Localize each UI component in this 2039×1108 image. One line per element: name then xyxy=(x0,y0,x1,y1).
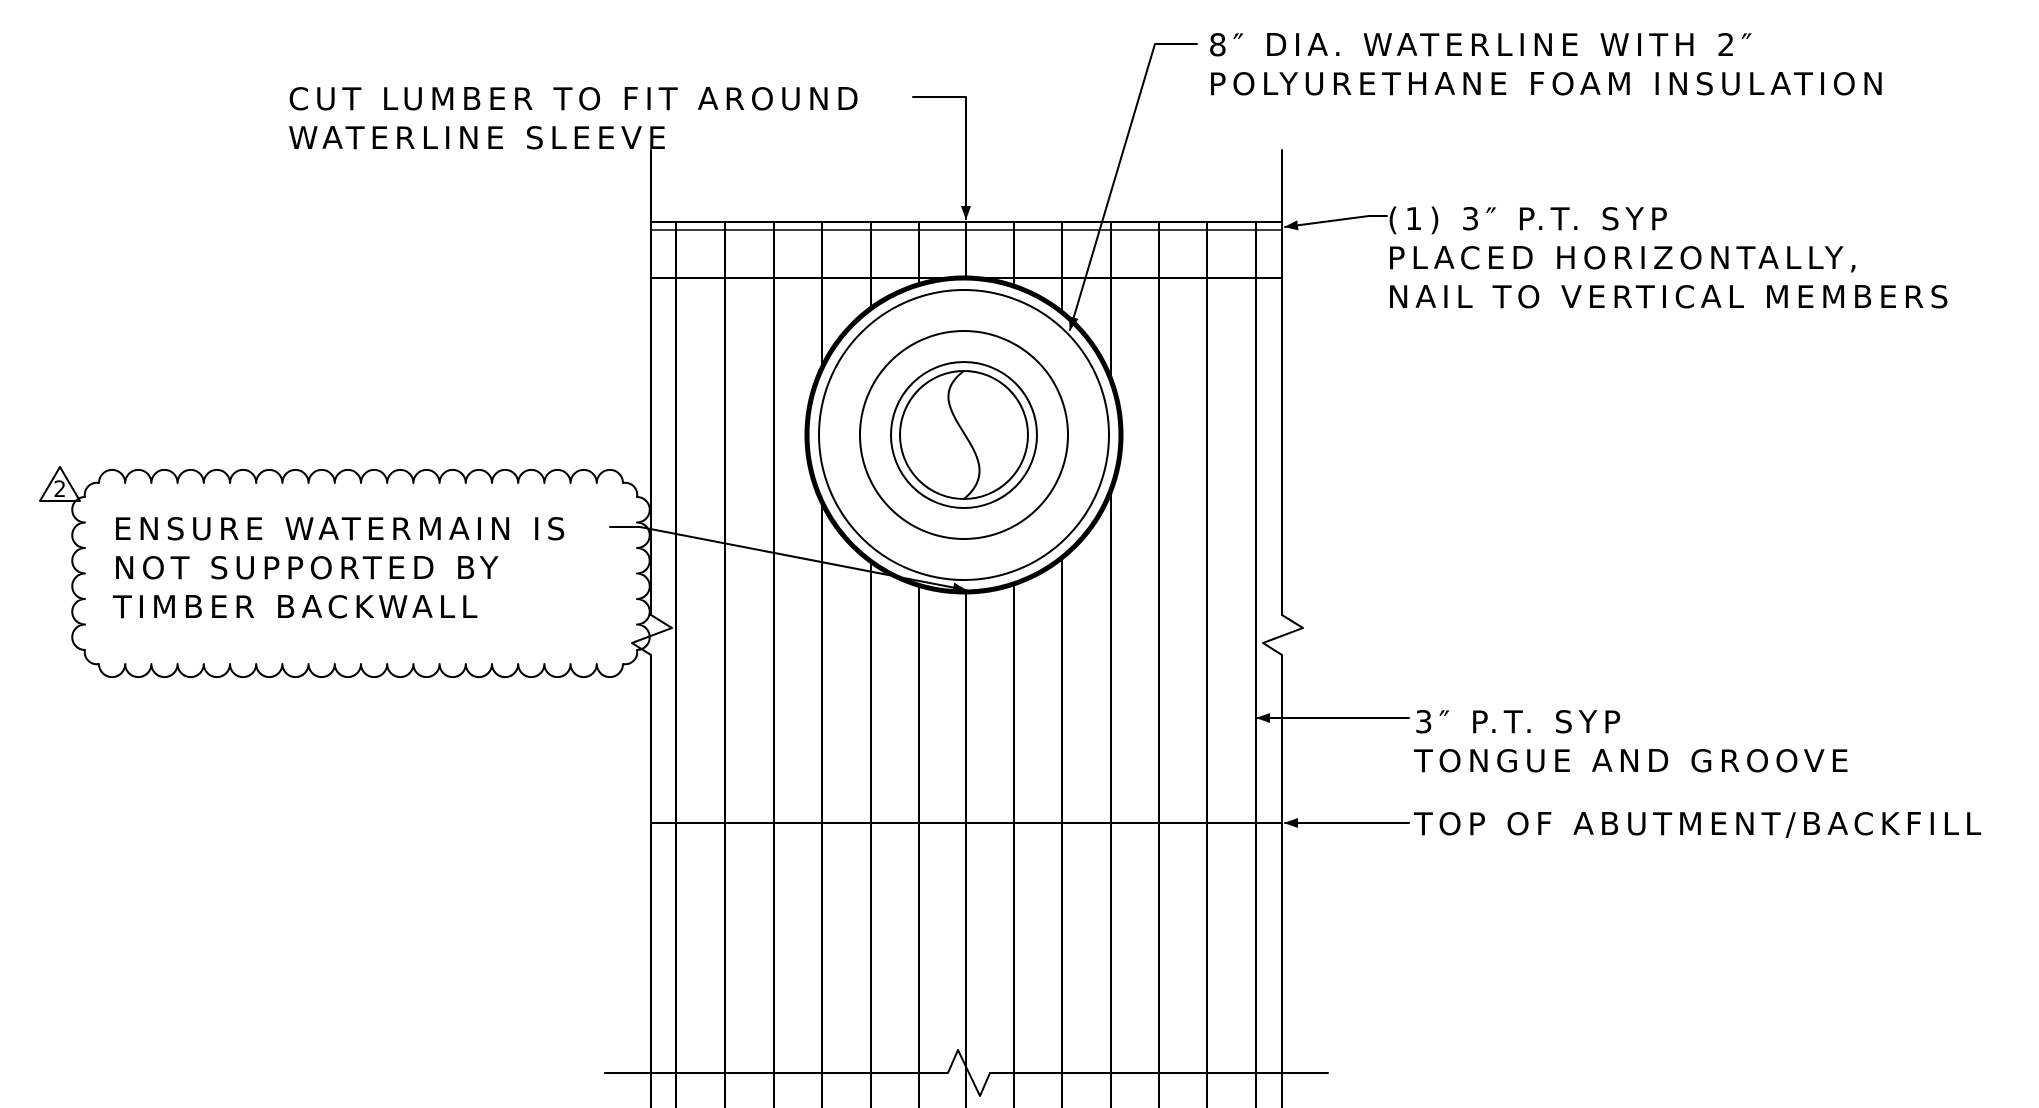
label-cut-lumber-line2: WATERLINE SLEEVE xyxy=(288,121,672,157)
revision-tag-number: 2 xyxy=(53,478,67,503)
backwall-outline xyxy=(631,149,1304,1108)
label-tongue-groove-line1: 3″ P.T. SYP xyxy=(1414,705,1626,741)
label-horizontal-syp-line2: PLACED HORIZONTALLY, xyxy=(1387,241,1863,277)
label-cut-lumber-line1: CUT LUMBER TO FIT AROUND xyxy=(288,82,864,118)
label-horizontal-syp-line3: NAIL TO VERTICAL MEMBERS xyxy=(1387,280,1954,316)
revision-tag: 2 xyxy=(39,466,81,503)
label-top-of-abutment: TOP OF ABUTMENT/BACKFILL xyxy=(1413,807,1986,843)
section-break-line xyxy=(604,1049,1329,1097)
label-waterline-line1: 8″ DIA. WATERLINE WITH 2″ xyxy=(1208,28,1758,64)
label-horizontal-syp-line1: (1) 3″ P.T. SYP xyxy=(1387,202,1673,238)
waterline-pipe xyxy=(804,275,1124,595)
revision-note-line3: TIMBER BACKWALL xyxy=(112,590,483,626)
revision-cloud xyxy=(71,468,651,679)
label-waterline-line2: POLYURETHANE FOAM INSULATION xyxy=(1208,67,1890,103)
label-tongue-groove-line2: TONGUE AND GROOVE xyxy=(1413,744,1854,780)
revision-note-line1: ENSURE WATERMAIN IS xyxy=(113,512,571,548)
leader-lines xyxy=(609,43,1410,828)
revision-note-line2: NOT SUPPORTED BY xyxy=(113,551,504,587)
